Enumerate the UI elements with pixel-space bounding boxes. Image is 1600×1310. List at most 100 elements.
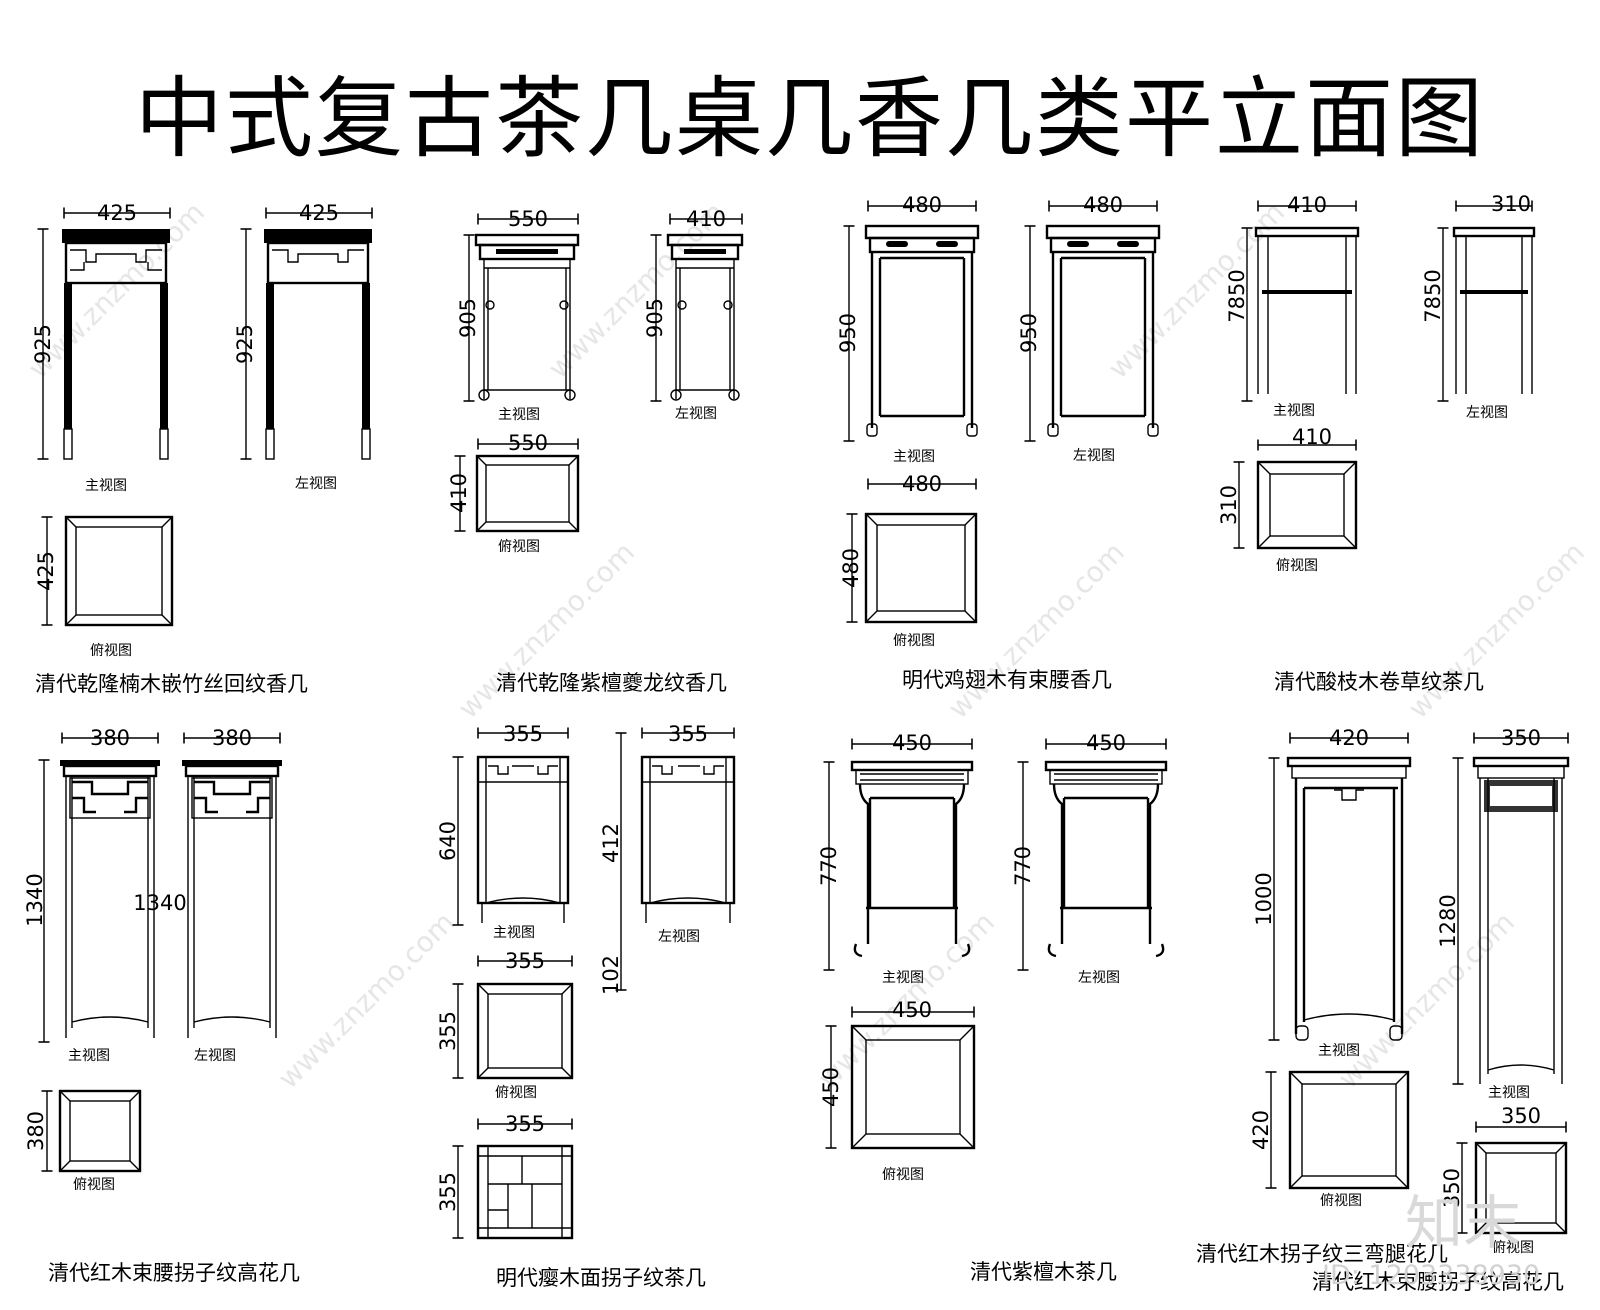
group-8-top-view — [1288, 1070, 1410, 1190]
dim-front-width: 480 — [902, 193, 942, 217]
group-6-drawings: 355 640 355 412 102 355 355 355 355 — [436, 722, 736, 1240]
dim-top2-width: 350 — [1501, 1104, 1541, 1128]
group-5-drawings: 380 1340 380 1340 380 — [23, 726, 282, 1173]
view-label-top: 俯视图 — [498, 539, 540, 555]
view-label-front: 主视图 — [68, 1048, 110, 1064]
dim-left-width: 425 — [299, 201, 339, 225]
dim-left-width: 410 — [686, 207, 726, 231]
caption-group-8-second: 清代红木束腰拐子纹高花几 — [1312, 1270, 1564, 1294]
group-8-left-view — [1472, 756, 1570, 1084]
view-label-front: 主视图 — [1273, 403, 1315, 419]
watermark-brand: 知末 — [1405, 1189, 1522, 1257]
dim-top-width: 450 — [892, 998, 932, 1022]
dim-left-height: 925 — [233, 324, 257, 364]
dim-top-width: 410 — [1292, 425, 1332, 449]
watermark-site: www.znzmo.com — [1332, 906, 1521, 1095]
group-8-drawings: 420 1000 350 1280 420 350 350 — [1249, 726, 1570, 1235]
view-label-top: 俯视图 — [73, 1177, 115, 1193]
view-label-top: 俯视图 — [882, 1167, 924, 1183]
dim-front-width: 410 — [1287, 193, 1327, 217]
group-5-front-view — [60, 760, 160, 1038]
group-1-top-view — [64, 515, 174, 627]
dim-top-height: 380 — [24, 1111, 48, 1151]
dim-front-width: 550 — [508, 207, 548, 231]
group-8-front-view — [1286, 756, 1412, 1041]
dim-top-height: 480 — [839, 548, 863, 588]
dim-front-width: 450 — [892, 731, 932, 755]
dim-top2-height: 355 — [436, 1172, 460, 1212]
view-label-front: 主视图 — [498, 407, 540, 423]
caption-group-4: 清代酸枝木卷草纹茶几 — [1274, 670, 1484, 694]
dim-front-height: 770 — [817, 846, 841, 886]
view-label-front: 主视图 — [882, 970, 924, 986]
group-3-front-view — [864, 224, 980, 437]
dim-front-width: 380 — [90, 726, 130, 750]
watermark-site: www.znzmo.com — [1402, 536, 1591, 725]
group-1-left-view — [264, 229, 372, 460]
dim-left-width: 450 — [1086, 731, 1126, 755]
group-4-left-view — [1452, 226, 1536, 394]
group-7-drawings: 450 770 450 770 450 450 — [817, 731, 1168, 1150]
dim-left-width: 355 — [668, 722, 708, 746]
view-label-top: 俯视图 — [1492, 1240, 1534, 1256]
watermark-site: www.znzmo.com — [272, 906, 461, 1095]
group-1-drawings: 425 925 425 925 425 — [31, 201, 373, 627]
dim-front-height: 925 — [31, 324, 55, 364]
group-2-top-view — [475, 454, 580, 533]
view-label-front: 主视图 — [1318, 1043, 1360, 1059]
dim-left-height: 770 — [1011, 846, 1035, 886]
view-label-top: 俯视图 — [495, 1085, 537, 1101]
group-7-front-view — [850, 760, 974, 958]
group-3-left-view — [1045, 224, 1161, 437]
dim-left-width: 350 — [1501, 726, 1541, 750]
group-6-front-view — [476, 755, 570, 923]
dim-front-height: 905 — [456, 298, 480, 338]
group-8-top-view-2 — [1474, 1141, 1568, 1235]
view-label-left: 左视图 — [295, 476, 337, 492]
dim-front-width: 425 — [97, 201, 137, 225]
view-label-left: 左视图 — [1466, 405, 1508, 421]
group-5-top-view — [58, 1089, 142, 1173]
page-title: 中式复古茶几桌几香几类平立面图 — [135, 67, 1486, 170]
dim-top-width: 355 — [505, 949, 545, 973]
dim-left-height: 412 — [599, 823, 623, 863]
dim-top-height: 450 — [819, 1067, 843, 1107]
dim-front-height: 1340 — [23, 873, 47, 926]
dim-left-height-2: 102 — [599, 955, 623, 995]
dim-top-width: 550 — [508, 431, 548, 455]
caption-group-8: 清代红木拐子纹三弯腿花几 — [1196, 1242, 1448, 1266]
view-label-left: 左视图 — [1073, 448, 1115, 464]
dim-front-height: 640 — [436, 821, 460, 861]
dim-front-width: 420 — [1329, 726, 1369, 750]
caption-group-1: 清代乾隆楠木嵌竹丝回纹香几 — [35, 672, 308, 696]
view-label-left: 左视图 — [658, 929, 700, 945]
view-label-front: 主视图 — [85, 478, 127, 494]
view-label-front: 主视图 — [1488, 1085, 1530, 1101]
view-label-left: 左视图 — [1078, 970, 1120, 986]
group-6-top-view — [476, 982, 574, 1080]
view-label-top: 俯视图 — [90, 643, 132, 659]
group-6-left-view — [640, 755, 736, 923]
dim-top-height: 355 — [436, 1011, 460, 1051]
dim-top-height: 420 — [1249, 1110, 1273, 1150]
group-2-drawings: 550 905 410 905 550 410 — [447, 207, 744, 533]
caption-group-7: 清代紫檀木茶几 — [970, 1260, 1117, 1284]
group-2-left-view — [666, 233, 744, 401]
dim-top-height: 310 — [1217, 485, 1241, 525]
dim-left-height: 7850 — [1421, 269, 1445, 322]
dim-left-height: 950 — [1017, 313, 1041, 353]
view-label-top: 俯视图 — [1320, 1193, 1362, 1209]
group-5-left-view — [182, 760, 282, 1038]
group-4-front-view — [1254, 226, 1360, 394]
dim-top2-width: 355 — [505, 1112, 545, 1136]
dim-left-height: 1340 — [133, 891, 186, 915]
group-7-left-view — [1044, 760, 1168, 958]
dim-front-height: 1000 — [1252, 872, 1276, 925]
view-label-front: 主视图 — [893, 449, 935, 465]
view-label-left: 左视图 — [675, 406, 717, 422]
dim-front-height: 7850 — [1225, 269, 1249, 322]
dim-front-width: 355 — [503, 722, 543, 746]
watermark-id: ID: 1203338930 — [1322, 1260, 1541, 1291]
